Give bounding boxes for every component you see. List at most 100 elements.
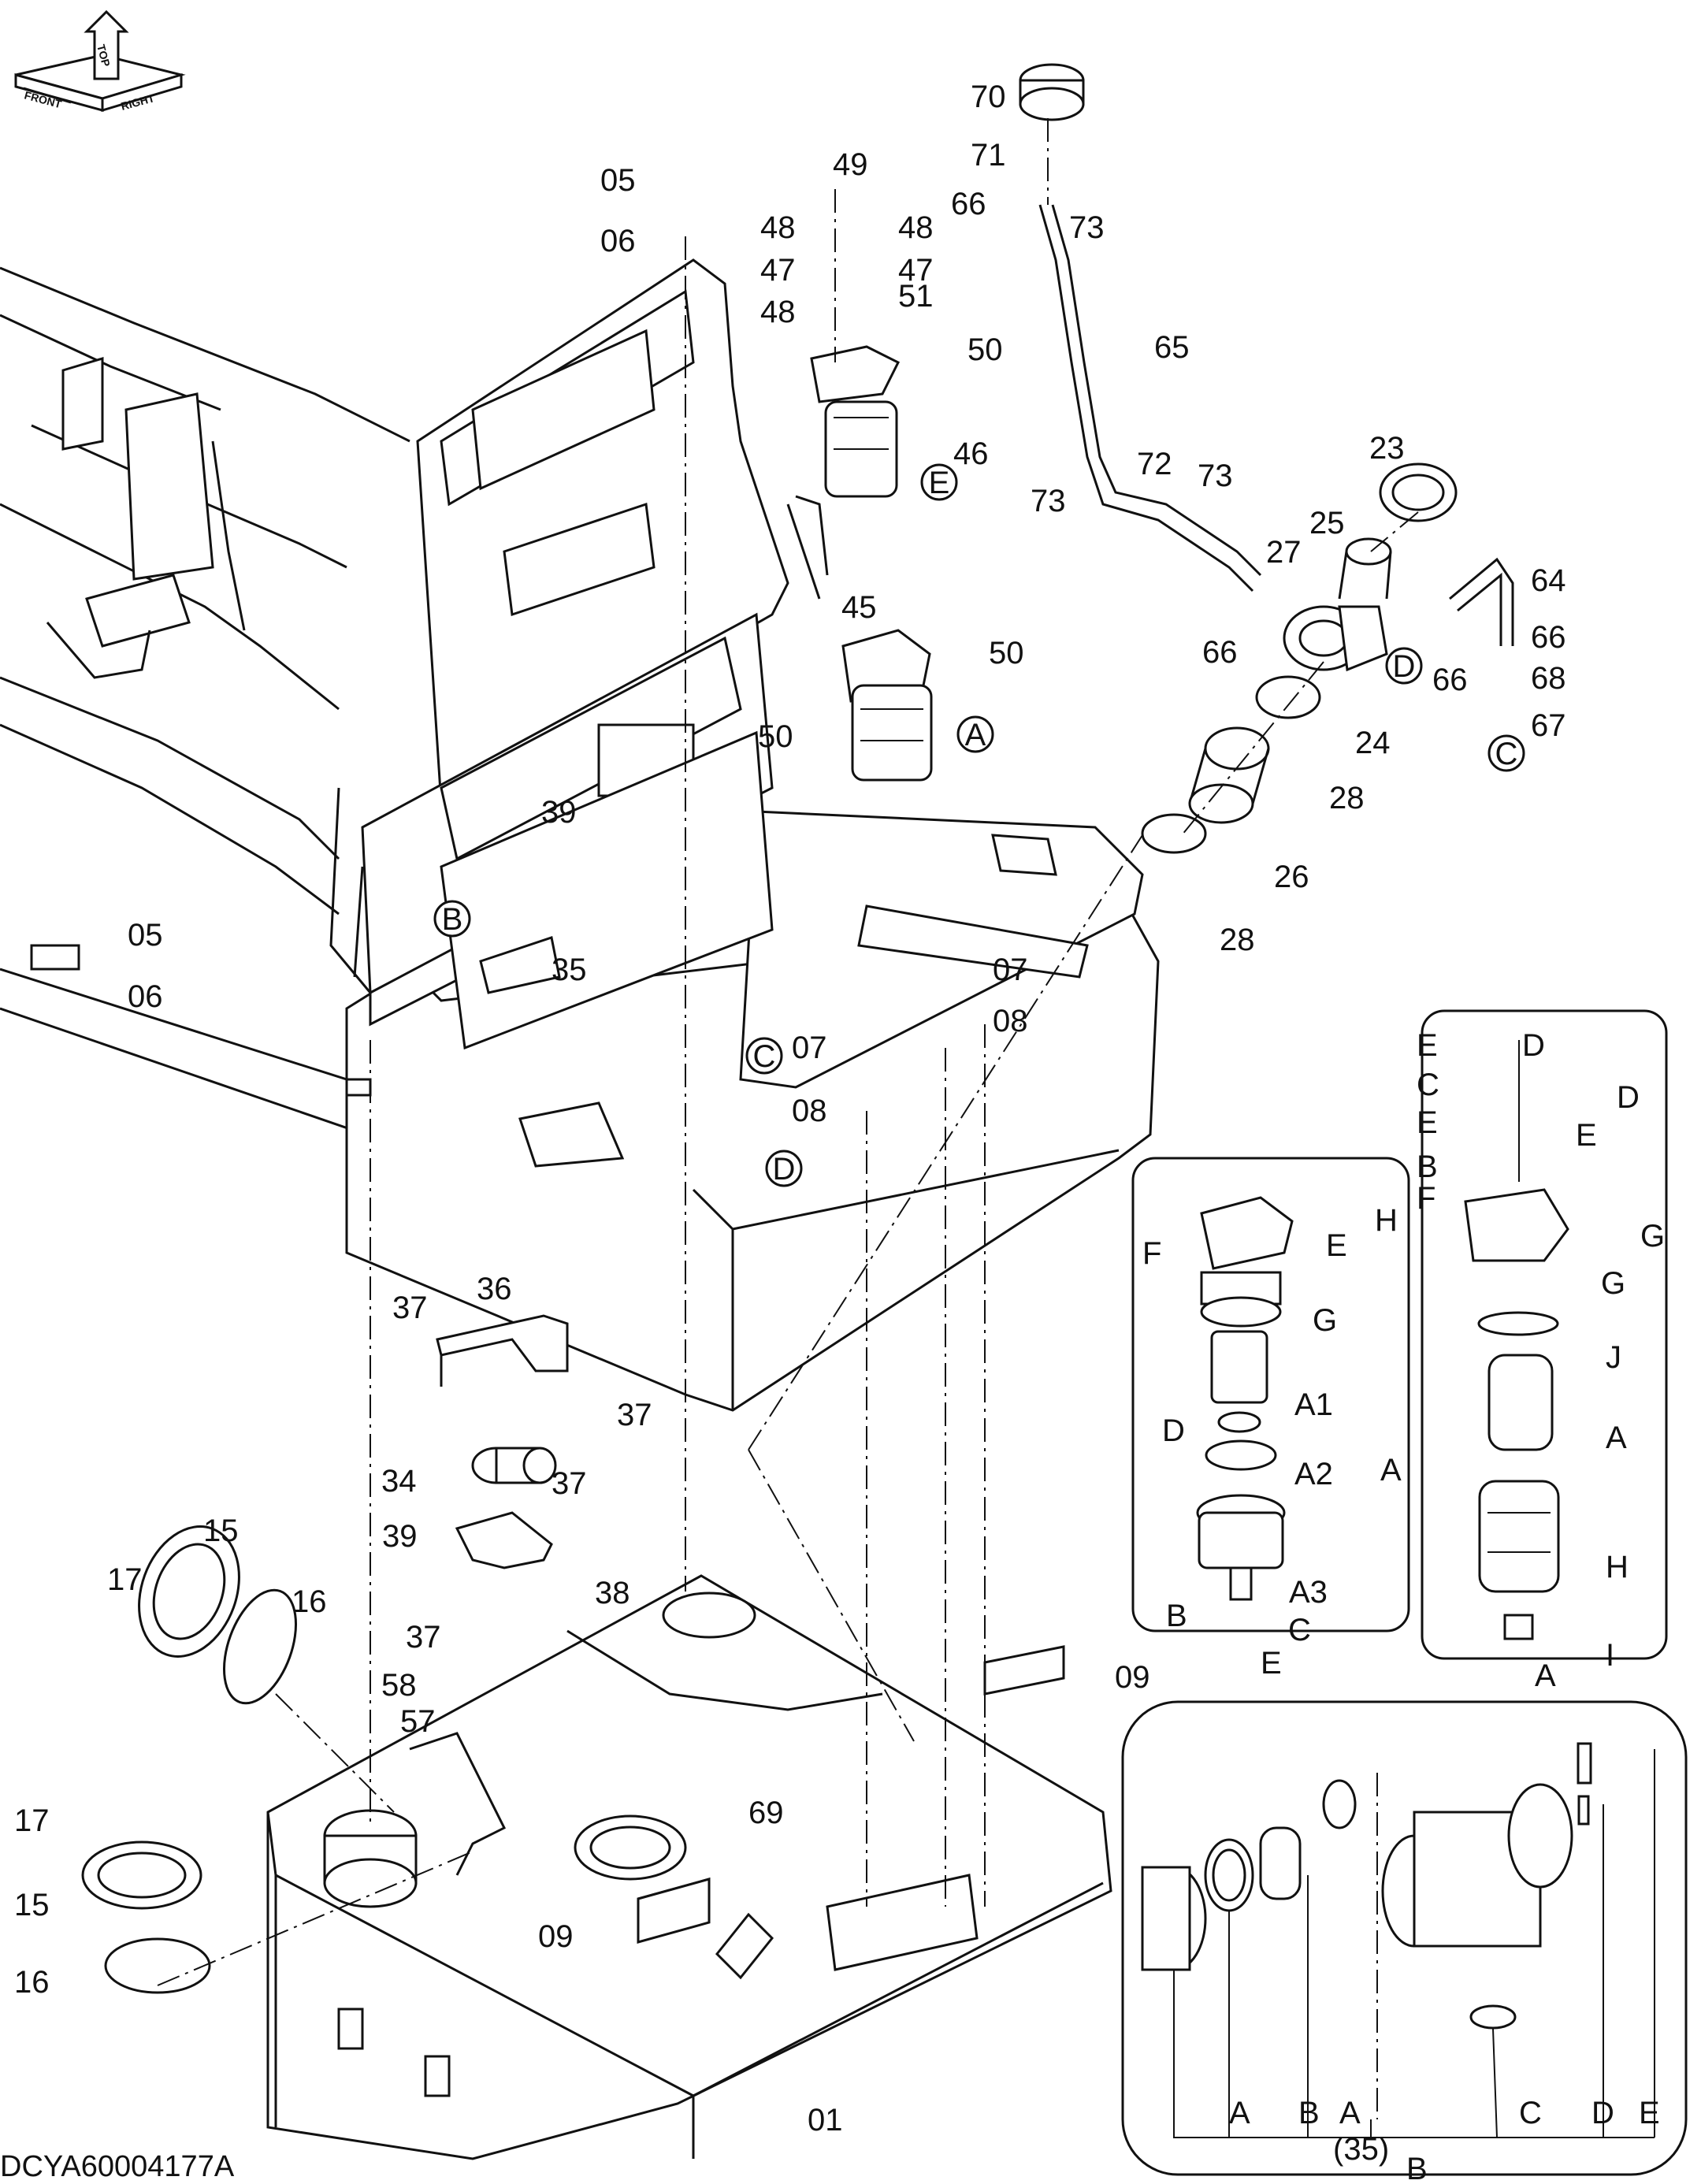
circle-ref-marker	[956, 715, 994, 753]
callout-28: 28	[1329, 781, 1365, 815]
callout-48: 48	[898, 210, 934, 245]
detail-b-label-D: D	[1591, 2096, 1614, 2130]
circle-ref-marker	[1385, 647, 1423, 685]
callout-47: 47	[898, 253, 934, 288]
detail-a-label-E: E	[1417, 1105, 1438, 1140]
callout-69: 69	[748, 1796, 784, 1830]
detail-a-label-A: A	[1606, 1421, 1627, 1455]
detail-e-label-A: A	[1380, 1453, 1402, 1488]
orientation-top-label: TOP	[95, 43, 113, 69]
callout-57: 57	[400, 1704, 436, 1739]
callout-39: 39	[382, 1519, 418, 1554]
detail-b-label-A: A	[1229, 2096, 1250, 2130]
detail-e-label-F: F	[1142, 1236, 1161, 1271]
detail-a-label-F: F	[1417, 1181, 1435, 1216]
detail-b-label-A: A	[1339, 2096, 1361, 2130]
detail-e-label-G: G	[1313, 1303, 1337, 1338]
chain-lines	[157, 118, 1419, 1986]
detail-a-label-G: G	[1601, 1266, 1625, 1301]
callout-68: 68	[1531, 661, 1566, 696]
detail-a-label-D: D	[1617, 1080, 1640, 1115]
callout-08: 08	[993, 1004, 1028, 1038]
control-tower	[329, 258, 829, 1050]
pipe-25-24	[1283, 537, 1392, 672]
detail-a-label-E: E	[1417, 1028, 1438, 1063]
fuel-filter-45	[841, 629, 933, 782]
callout-05: 05	[128, 918, 163, 953]
circle-ref-C: C	[753, 1039, 776, 1074]
detail-b-box	[1121, 1700, 1688, 2176]
detail-a-label-H: H	[1606, 1550, 1629, 1584]
detail-a-label-B: B	[1417, 1150, 1438, 1184]
circle-ref-A: A	[965, 718, 986, 752]
detail-e-box	[1131, 1157, 1410, 1632]
detail-e-label-A1: A1	[1294, 1387, 1333, 1422]
callout-45: 45	[841, 590, 877, 625]
callout-08: 08	[792, 1094, 827, 1128]
circle-ref-B: B	[442, 902, 463, 937]
detail-a-box	[1421, 1009, 1668, 1660]
hose-64	[1449, 557, 1514, 646]
callout-71: 71	[971, 138, 1006, 173]
callout-27: 27	[1266, 535, 1302, 570]
detail-e-label-E: E	[1326, 1228, 1347, 1263]
circle-ref-D: D	[773, 1152, 796, 1187]
cap-70	[1019, 63, 1085, 121]
detail-e-label-B: B	[1166, 1599, 1187, 1633]
callout-48: 48	[760, 295, 796, 329]
callout-73: 73	[1069, 210, 1105, 245]
callout-25: 25	[1309, 506, 1345, 540]
detail-e-label-C: C	[1288, 1613, 1311, 1647]
callout-28: 28	[1220, 923, 1255, 957]
detail-e-label-A2: A2	[1294, 1457, 1333, 1491]
hose-65	[1038, 204, 1262, 592]
clamp-28-lower	[1141, 813, 1207, 854]
pad-09-lower	[637, 1878, 711, 1944]
callout-49: 49	[833, 147, 868, 182]
callout-17: 17	[107, 1562, 143, 1597]
callout-66: 66	[951, 187, 986, 221]
callout-67: 67	[1531, 708, 1566, 743]
callout-64: 64	[1531, 563, 1566, 598]
detail-b-label-C: C	[1519, 2096, 1542, 2130]
clamp-28-upper	[1255, 675, 1321, 719]
orientation-icon: FRONT TOP RIGHT	[14, 9, 186, 113]
callout-06: 06	[600, 224, 636, 258]
callout-51: 51	[898, 279, 934, 314]
detail-e-label-A3: A3	[1289, 1575, 1328, 1610]
cover-15-lower	[81, 1840, 202, 1910]
callout-07: 07	[993, 953, 1028, 987]
circle-ref-marker	[745, 1037, 783, 1075]
callout-66: 66	[1202, 635, 1238, 670]
callout-72: 72	[1137, 447, 1172, 481]
callout-37: 37	[617, 1398, 652, 1432]
circle-ref-marker	[433, 900, 471, 938]
callout-50: 50	[758, 719, 793, 754]
gasket-16-upper	[222, 1588, 298, 1705]
callout-23: 23	[1369, 431, 1405, 466]
callout-16: 16	[14, 1965, 50, 2000]
detail-a-label-G: G	[1640, 1219, 1665, 1254]
callout-36: 36	[477, 1272, 512, 1306]
tube-26	[1188, 726, 1270, 824]
detail-b-title: B	[1406, 2152, 1428, 2184]
circle-ref-marker	[920, 463, 958, 501]
detail-a-label-J: J	[1606, 1340, 1621, 1375]
callout-17: 17	[14, 1803, 50, 1838]
drawing-code: DCYA60004177A	[0, 2150, 235, 2183]
callout-58: 58	[381, 1668, 417, 1703]
circle-ref-C: C	[1495, 737, 1518, 771]
callout-47: 47	[760, 253, 796, 288]
callout-50: 50	[989, 636, 1024, 670]
pump-34	[471, 1447, 557, 1484]
callout-50: 50	[967, 332, 1003, 367]
callout-15: 15	[203, 1514, 239, 1548]
detail-e-label-H: H	[1375, 1203, 1398, 1238]
callout-37: 37	[406, 1620, 441, 1655]
bracket-38	[455, 1511, 553, 1569]
